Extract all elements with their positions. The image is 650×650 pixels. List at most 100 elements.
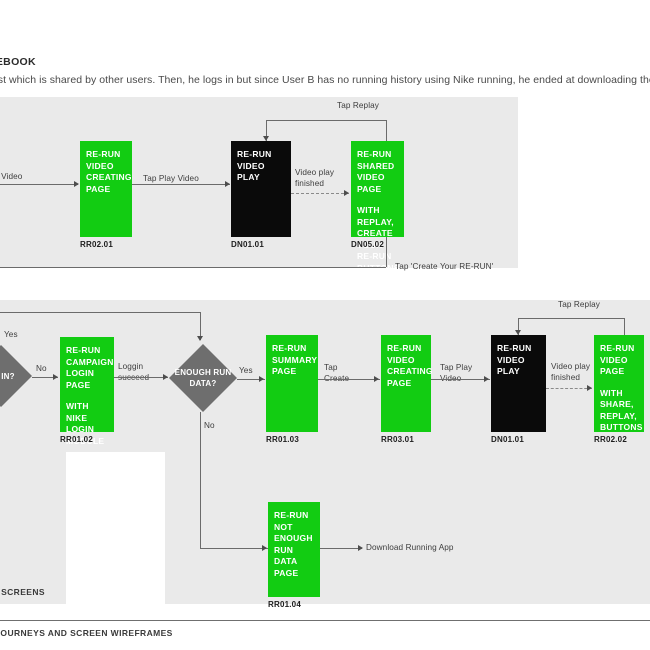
edge-label-in-play-video: lay Video bbox=[0, 172, 23, 181]
node-rr0201[interactable]: RE-RUN VIDEO CREATING PAGE RR02.01 bbox=[80, 141, 132, 249]
node-rr0102-sub: WITH NIKE LOGIN MODULE bbox=[66, 401, 105, 446]
decision-logged-in[interactable]: ED IN? bbox=[0, 345, 32, 407]
edge-label-download-running-app: Download Running App bbox=[366, 543, 454, 552]
node-rr0202-sub: WITH SHARE, REPLAY, BUTTONS bbox=[600, 387, 643, 433]
node-dn0101-top-title: RE-RUN VIDEO PLAY bbox=[237, 149, 272, 182]
node-rr0202-body: RE-RUN VIDEO PAGE WITH SHARE, REPLAY, BU… bbox=[594, 335, 644, 432]
footer-divider bbox=[0, 620, 650, 621]
edge-label-yes-data: Yes bbox=[239, 366, 253, 375]
node-rr0301-code: RR03.01 bbox=[381, 435, 414, 444]
node-rr0104-body: RE-RUN NOT ENOUGH RUN DATA PAGE bbox=[268, 502, 320, 597]
connector-create-rerun-h bbox=[0, 267, 386, 268]
arrowhead-rr0103-to-rr0301 bbox=[374, 375, 379, 382]
connector-yes-top-h bbox=[0, 312, 200, 313]
edge-label-no-login: No bbox=[36, 364, 47, 373]
connector-replay-bottom-v-right bbox=[624, 318, 625, 335]
node-dn0502-title: RE-RUN SHARED VIDEO PAGE bbox=[357, 149, 395, 194]
node-dn0101-bottom-body: RE-RUN VIDEO PLAY bbox=[491, 335, 546, 432]
edge-label-tap-replay-bottom: Tap Replay bbox=[558, 300, 600, 309]
node-dn0101-top[interactable]: RE-RUN VIDEO PLAY DN01.01 bbox=[231, 141, 291, 249]
edge-label-tap-create: Tap Create bbox=[324, 363, 350, 383]
node-dn0101-bottom[interactable]: RE-RUN VIDEO PLAY DN01.01 bbox=[491, 335, 546, 444]
edge-label-no-data: No bbox=[204, 421, 215, 430]
arrowhead-dn0101b-to-rr0202 bbox=[587, 384, 592, 391]
connector-no-data-v bbox=[200, 412, 201, 548]
node-dn0101-bottom-code: DN01.01 bbox=[491, 435, 524, 444]
node-rr0102-title: RE-RUN CAMPAIGN LOGIN PAGE bbox=[66, 345, 114, 390]
connector-rr0102-to-enough-data bbox=[114, 377, 168, 378]
arrowhead-rr0102-to-enough-data bbox=[163, 373, 168, 380]
node-rr0103-title: RE-RUN SUMMARY PAGE bbox=[272, 343, 318, 376]
connector-yes-top-v-right bbox=[200, 312, 201, 340]
edge-label-tap-play-video-bottom: Tap Play Video bbox=[440, 363, 473, 383]
connector-in-to-rr0201 bbox=[0, 184, 78, 185]
panel-bottom-left-lower bbox=[0, 452, 66, 604]
connector-replay-top-h bbox=[266, 120, 386, 121]
node-dn0101-top-code: DN01.01 bbox=[231, 240, 264, 249]
edge-label-loggin-succeed: Loggin succeed bbox=[118, 362, 150, 382]
connector-replay-top-v-right bbox=[386, 120, 387, 141]
node-rr0201-code: RR02.01 bbox=[80, 240, 113, 249]
arrowhead-rr0201-to-dn0101 bbox=[225, 180, 230, 187]
connector-loggedin-to-rr0102 bbox=[32, 377, 58, 378]
arrowhead-dn0101-to-dn0502 bbox=[344, 189, 349, 196]
connector-replay-top-v-left bbox=[266, 120, 267, 141]
node-rr0102-code: RR01.02 bbox=[60, 435, 93, 444]
node-rr0103[interactable]: RE-RUN SUMMARY PAGE RR01.03 bbox=[266, 335, 318, 444]
node-dn0502[interactable]: RE-RUN SHARED VIDEO PAGE WITH REPLAY, CR… bbox=[351, 141, 404, 273]
node-dn0101-bottom-title: RE-RUN VIDEO PLAY bbox=[497, 343, 532, 376]
node-rr0102[interactable]: RE-RUN CAMPAIGN LOGIN PAGE WITH NIKE LOG… bbox=[60, 337, 114, 446]
node-rr0104-code: RR01.04 bbox=[268, 600, 301, 609]
connector-create-rerun-v-right bbox=[386, 237, 387, 267]
arrowhead-no-data-to-rr0104 bbox=[262, 544, 267, 551]
edge-label-yes-top: Yes bbox=[4, 330, 18, 339]
connector-rr0301-to-dn0101b bbox=[431, 379, 490, 380]
edge-label-tap-replay-top: Tap Replay bbox=[337, 101, 379, 110]
connector-no-data-h bbox=[200, 548, 268, 549]
node-rr0201-body: RE-RUN VIDEO CREATING PAGE bbox=[80, 141, 132, 237]
connector-replay-bottom-v-left bbox=[518, 318, 519, 335]
node-rr0202[interactable]: RE-RUN VIDEO PAGE WITH SHARE, REPLAY, BU… bbox=[594, 335, 644, 444]
node-dn0502-code: DN05.02 bbox=[351, 240, 384, 249]
connector-rr0103-to-rr0301 bbox=[318, 379, 380, 380]
node-dn0502-body: RE-RUN SHARED VIDEO PAGE WITH REPLAY, CR… bbox=[351, 141, 404, 273]
decision-enough-run-data[interactable]: ENOUGH RUN DATA? bbox=[169, 344, 237, 412]
node-rr0104-title: RE-RUN NOT ENOUGH RUN DATA PAGE bbox=[274, 510, 313, 578]
panel-bottom-lower bbox=[165, 452, 650, 604]
edge-label-tap-play-video-top: Tap Play Video bbox=[143, 174, 199, 183]
node-rr0103-code: RR01.03 bbox=[266, 435, 299, 444]
node-rr0202-code: RR02.02 bbox=[594, 435, 627, 444]
page-title: CEBOOK bbox=[0, 56, 36, 68]
edge-label-video-play-finished-top: Video play finished bbox=[295, 168, 335, 188]
connector-dn0101-to-dn0502-dashed bbox=[291, 193, 349, 194]
edge-label-tap-create-your-rerun: Tap 'Create Your RE-RUN' bbox=[395, 262, 494, 271]
edge-label-video-play-finished-bottom: Video play finished bbox=[551, 362, 591, 382]
arrowhead-enough-data-to-rr0103 bbox=[259, 375, 264, 382]
footer-section-label: ION SCREENS bbox=[0, 587, 45, 597]
footer-document-label: R JOURNEYS AND SCREEN WIREFRAMES bbox=[0, 628, 173, 638]
arrowhead-yes-to-enough-data bbox=[196, 336, 203, 341]
arrowhead-replay-bottom bbox=[514, 330, 521, 335]
arrowhead-loggedin-to-rr0102 bbox=[53, 373, 58, 380]
node-rr0301-body: RE-RUN VIDEO CREATING PAGE bbox=[381, 335, 433, 432]
arrowhead-in-to-rr0201 bbox=[74, 180, 79, 187]
connector-rr0201-to-dn0101 bbox=[132, 184, 230, 185]
node-rr0104[interactable]: RE-RUN NOT ENOUGH RUN DATA PAGE RR01.04 bbox=[268, 502, 320, 609]
node-rr0103-body: RE-RUN SUMMARY PAGE bbox=[266, 335, 318, 432]
arrowhead-rr0301-to-dn0101b bbox=[484, 375, 489, 382]
decision-logged-in-label: ED IN? bbox=[1, 371, 15, 381]
connector-replay-bottom-h bbox=[518, 318, 624, 319]
node-rr0301-title: RE-RUN VIDEO CREATING PAGE bbox=[387, 343, 433, 388]
connector-dn0101b-to-rr0202-dashed bbox=[546, 388, 592, 389]
arrowhead-rr0104-to-download bbox=[358, 544, 363, 551]
node-dn0101-top-body: RE-RUN VIDEO PLAY bbox=[231, 141, 291, 237]
node-rr0202-title: RE-RUN VIDEO PAGE bbox=[600, 343, 635, 376]
connector-enough-data-to-rr0103 bbox=[237, 379, 265, 380]
arrowhead-replay-top bbox=[262, 136, 269, 141]
connector-rr0104-to-download bbox=[320, 548, 362, 549]
node-rr0301[interactable]: RE-RUN VIDEO CREATING PAGE RR03.01 bbox=[381, 335, 433, 444]
decision-enough-run-data-label: ENOUGH RUN DATA? bbox=[174, 368, 232, 388]
page-description: post which is shared by other users. The… bbox=[0, 74, 650, 86]
node-rr0201-title: RE-RUN VIDEO CREATING PAGE bbox=[86, 149, 132, 194]
